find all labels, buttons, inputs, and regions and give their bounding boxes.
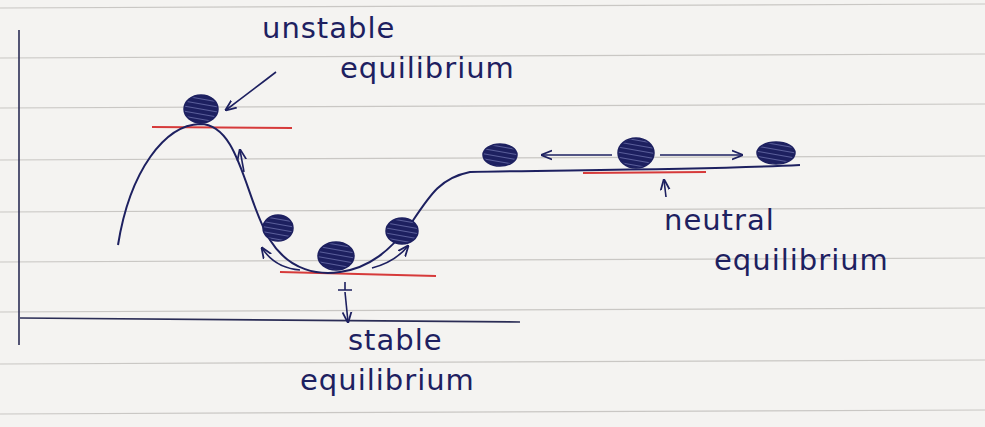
- tangent-lines: [152, 127, 706, 276]
- equilibrium-label: stable equilibrium: [300, 320, 475, 400]
- balls: [184, 95, 795, 270]
- paper-rulings: [0, 4, 985, 414]
- equilibrium-label: unstable equilibrium: [262, 8, 515, 88]
- arrows: [226, 72, 742, 322]
- potential-curve: [118, 124, 800, 273]
- equilibrium-label: neutral equilibrium: [664, 200, 889, 280]
